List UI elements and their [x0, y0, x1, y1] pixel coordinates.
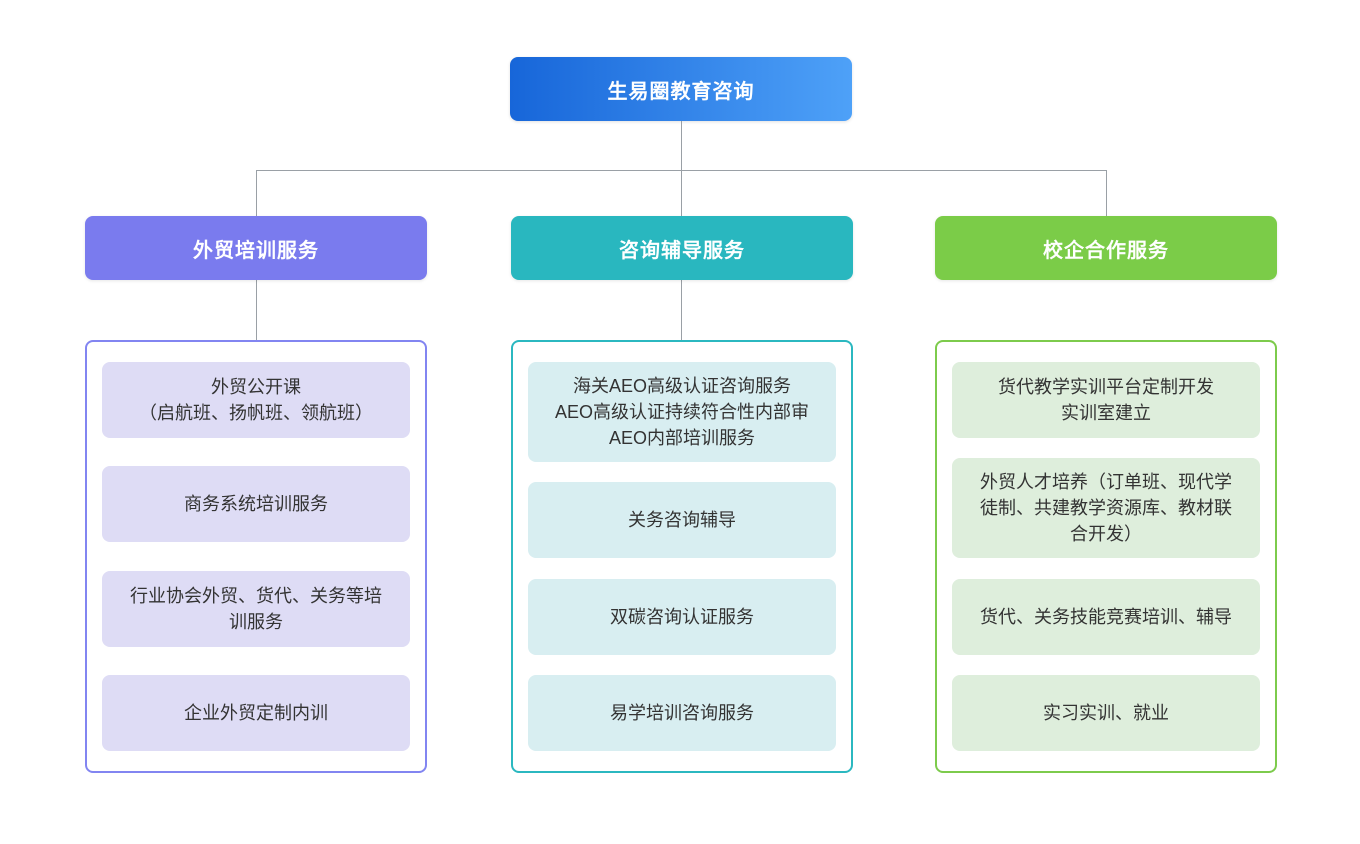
root-node-label: 生易圈教育咨询 [607, 80, 755, 103]
connector-root-stem [681, 121, 682, 170]
list-item: 货代、关务技能竞赛培训、辅导 [952, 578, 1260, 655]
list-item-label: 双碳咨询认证服务 [610, 606, 754, 627]
list-item-label: 商务系统培训服务 [184, 494, 328, 515]
list-item: 企业外贸定制内训 [102, 674, 410, 751]
connector-drop-consulting [681, 170, 682, 216]
list-item-label: 货代、关务技能竞赛培训、辅导 [980, 606, 1232, 627]
branch-list-consulting-coaching: 海关AEO高级认证咨询服务 AEO高级认证持续符合性内部审 AEO内部培训服务 … [511, 340, 853, 773]
list-item-label: 外贸人才培养（订单班、现代学 徒制、共建教学资源库、教材联 合开发） [980, 472, 1232, 545]
list-item-label: 货代教学实训平台定制开发 实训室建立 [998, 376, 1214, 423]
branch-header-label: 校企合作服务 [1043, 239, 1169, 262]
branch-header-school-enterprise-cooperation: 校企合作服务 [935, 216, 1277, 280]
branch-header-consulting-coaching: 咨询辅导服务 [511, 216, 853, 280]
list-item: 外贸公开课 （启航班、扬帆班、领航班） [102, 362, 410, 438]
list-item-label: 实习实训、就业 [1043, 702, 1169, 723]
list-item: 商务系统培训服务 [102, 466, 410, 543]
list-item: 双碳咨询认证服务 [528, 578, 836, 655]
list-item: 货代教学实训平台定制开发 实训室建立 [952, 362, 1260, 438]
list-item-label: 行业协会外贸、货代、关务等培 训服务 [130, 585, 382, 632]
list-item-label: 易学培训咨询服务 [610, 702, 754, 723]
branch-header-label: 外贸培训服务 [193, 239, 319, 262]
list-item: 易学培训咨询服务 [528, 674, 836, 751]
list-item: 实习实训、就业 [952, 674, 1260, 751]
list-item-label: 关务咨询辅导 [628, 510, 736, 531]
root-node: 生易圈教育咨询 [510, 57, 852, 121]
connector-header-to-list-training [256, 280, 257, 340]
connector-drop-training [256, 170, 257, 216]
branch-list-school-enterprise-cooperation: 货代教学实训平台定制开发 实训室建立 外贸人才培养（订单班、现代学 徒制、共建教… [935, 340, 1277, 773]
list-item-label: 外贸公开课 （启航班、扬帆班、领航班） [139, 376, 373, 423]
branch-header-label: 咨询辅导服务 [619, 239, 745, 262]
connector-header-to-list-consulting [681, 280, 682, 340]
list-item-label: 企业外贸定制内训 [184, 702, 328, 723]
list-item: 关务咨询辅导 [528, 482, 836, 559]
branch-list-foreign-trade-training: 外贸公开课 （启航班、扬帆班、领航班） 商务系统培训服务 行业协会外贸、货代、关… [85, 340, 427, 773]
branch-header-foreign-trade-training: 外贸培训服务 [85, 216, 427, 280]
connector-drop-cooperation [1106, 170, 1107, 216]
list-item-label: 海关AEO高级认证咨询服务 AEO高级认证持续符合性内部审 AEO内部培训服务 [554, 375, 809, 449]
list-item: 行业协会外贸、货代、关务等培 训服务 [102, 570, 410, 647]
list-item: 海关AEO高级认证咨询服务 AEO高级认证持续符合性内部审 AEO内部培训服务 [528, 362, 836, 462]
list-item: 外贸人才培养（订单班、现代学 徒制、共建教学资源库、教材联 合开发） [952, 458, 1260, 559]
